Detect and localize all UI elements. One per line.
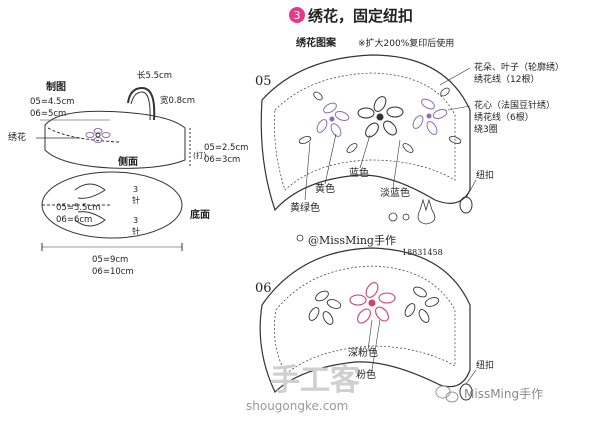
flower-06-left — [308, 290, 342, 325]
mini-flower-icon — [85, 128, 111, 143]
header: 3 绣花，固定纽扣 绣花图案 ※扩大200%复印后使用 — [289, 7, 454, 49]
watermark-site-cn: 手工客 — [270, 363, 360, 398]
dim-width-top-06: 06=5cm — [30, 109, 66, 119]
color-yellow-label: 黄色 — [315, 182, 335, 195]
left-labels: 制图 05=4.5cm 06=5cm 长5.5cm 宽0.8cm 绣花 侧面 (… — [8, 70, 248, 277]
flower-06-center — [349, 282, 396, 324]
wechat-logo-icon — [435, 385, 459, 403]
bag-side-outline — [44, 110, 186, 169]
flower-05-right — [412, 98, 448, 135]
leaves-05 — [298, 87, 462, 153]
three-top-num: 3 — [133, 185, 138, 194]
button-05-icon — [459, 196, 473, 214]
pattern-05-stitch-line — [274, 72, 456, 191]
bottom-label: 底面 — [190, 208, 210, 221]
flower-05-left — [316, 102, 350, 137]
handle-length-label: 长5.5cm — [137, 70, 172, 81]
note-center: 花心（法国豆针绣） — [474, 99, 555, 111]
watermark-corner-brand: MissMing手作 — [464, 387, 543, 401]
button-05-label: 纽扣 — [476, 169, 494, 181]
three-bottom-num: 3 — [133, 216, 138, 225]
color-light-blue-label: 淡蓝色 — [380, 186, 410, 199]
bag-handle-inner — [130, 91, 151, 121]
side-label: 侧面 — [118, 155, 138, 168]
bottom-curve-bottom — [74, 211, 106, 227]
step-badge — [289, 7, 305, 23]
watermark-site-url: shougongke.com — [246, 399, 348, 413]
leaders-06 — [367, 319, 477, 385]
stitch-label: (打) — [193, 150, 206, 160]
note-flowers-thread: 绣花线（12根） — [474, 73, 539, 85]
pattern-05-outline — [260, 54, 471, 212]
subtitle-note: ※扩大200%复印后使用 — [358, 37, 454, 49]
dim-bottom-inner-05: 05=5.5cm — [56, 203, 100, 213]
color-deep-pink-label: 深粉色 — [348, 346, 378, 359]
dim-bottom-inner-06: 06=6cm — [56, 215, 92, 225]
dim-bottom-outer-05: 05=9cm — [92, 255, 128, 265]
color-blue-label: 蓝色 — [349, 166, 369, 179]
dim-width-top-05: 05=4.5cm — [30, 97, 74, 107]
step-number: 3 — [294, 9, 301, 22]
bag-handle — [127, 86, 156, 121]
dim-bottom-outer-06: 06=10cm — [92, 267, 134, 277]
dim-height-05: 05=2.5cm — [204, 143, 248, 153]
color-pink-label: 粉色 — [356, 368, 376, 381]
subtitle: 绣花图案 — [296, 36, 337, 49]
bottom-curve-top — [74, 183, 106, 199]
bag-side-flap — [47, 127, 121, 143]
watermark-author: @MissMing手作 — [308, 233, 396, 247]
pattern-06-stitch-line — [274, 265, 456, 375]
watermark-doodle — [296, 198, 436, 242]
embroidery-label: 绣花 — [8, 131, 26, 143]
note-center-turns: 绕3圈 — [474, 123, 498, 135]
flower-06-right — [404, 286, 440, 323]
left-construction-diagram — [36, 86, 191, 251]
handle-width-label: 宽0.8cm — [160, 95, 195, 106]
button-06-label: 纽扣 — [476, 359, 494, 371]
note-center-thread: 绣花线（6根） — [474, 111, 534, 123]
size-label-05: 05 — [255, 74, 272, 89]
left-heading: 制图 — [46, 80, 66, 93]
pattern-05: 05 — [255, 54, 564, 214]
dim-height-06: 06=3cm — [204, 155, 240, 165]
flower-05-center — [357, 96, 404, 138]
color-yellow-green-label: 黄绿色 — [290, 201, 320, 214]
watermark-phone: 18831458 — [402, 248, 443, 257]
note-flowers: 花朵、叶子（轮廓绣） — [474, 61, 564, 73]
leaders-05 — [304, 67, 477, 201]
three-bottom-char: 针 — [132, 226, 140, 236]
step-title: 绣花，固定纽扣 — [307, 7, 413, 25]
size-label-06: 06 — [255, 281, 272, 296]
three-top-char: 针 — [132, 195, 140, 205]
